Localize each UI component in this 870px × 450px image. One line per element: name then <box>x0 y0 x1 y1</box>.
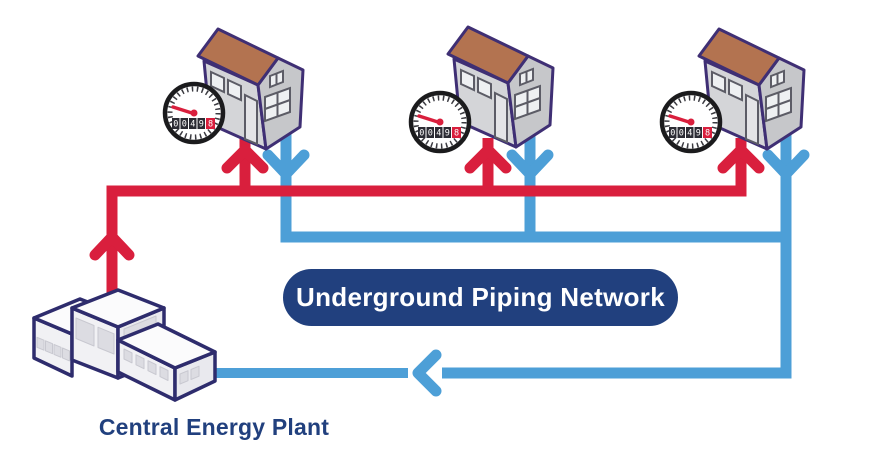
return-pipe-house1-to-main <box>280 132 786 243</box>
chevron-down-icon <box>762 149 810 180</box>
central-plant-icon <box>32 288 217 402</box>
chevron-up-icon <box>717 144 765 174</box>
flow-arrows <box>89 144 810 397</box>
central-energy-plant-label: Central Energy Plant <box>98 414 330 440</box>
chevron-down-icon <box>262 149 310 180</box>
chevron-down-icon <box>506 149 554 180</box>
chevron-left-icon <box>412 349 442 397</box>
pill-label-text: Underground Piping Network <box>296 282 665 312</box>
supply-pipe-main <box>106 138 747 302</box>
energy-meter-icon-3 <box>662 93 720 151</box>
energy-meter-icon-1 <box>165 84 223 142</box>
chevron-up-icon <box>89 231 135 261</box>
chevron-up-icon <box>221 144 269 174</box>
chevron-up-icon <box>464 144 512 174</box>
underground-piping-network-label: Underground Piping Network <box>283 269 678 326</box>
return-pipe-right-riser-and-bottom <box>442 132 792 379</box>
energy-meter-icon-2 <box>411 93 469 151</box>
